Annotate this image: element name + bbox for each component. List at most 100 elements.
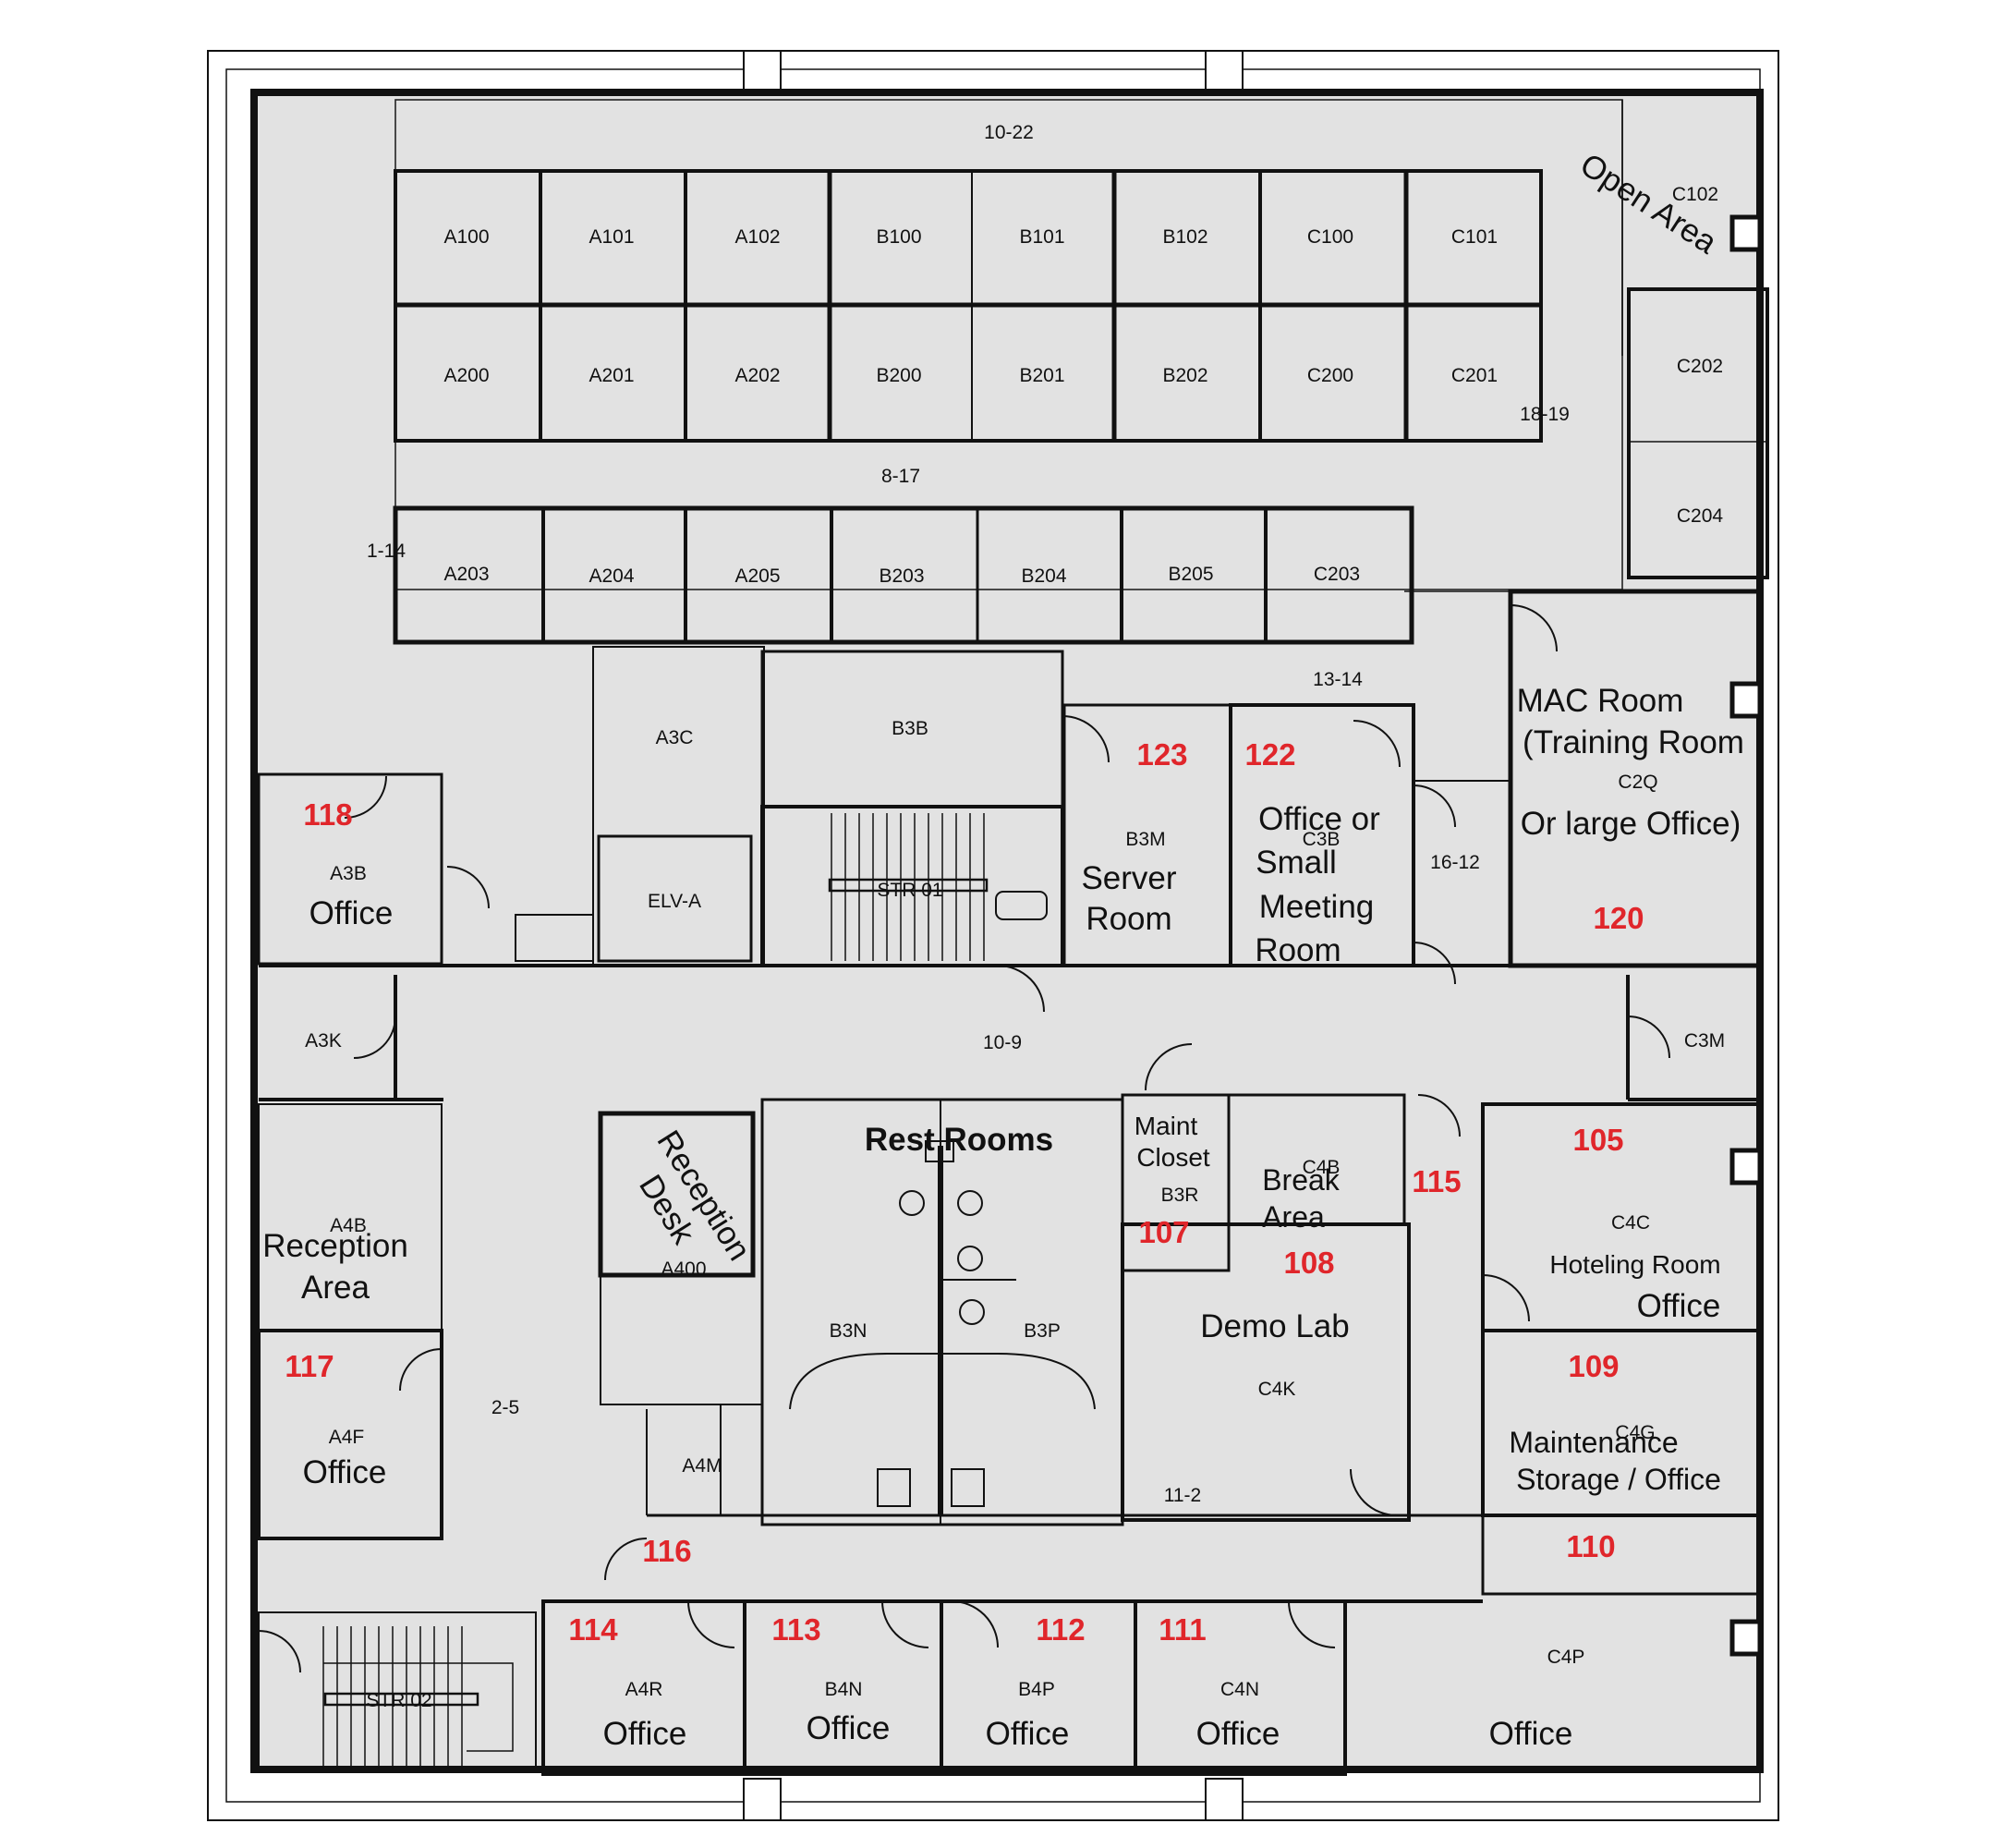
label-a3k: A3K [305,1030,342,1052]
label-office-114: Office [603,1716,687,1752]
label-c102: C102 [1672,184,1718,205]
room-number-109: 109 [1568,1349,1619,1383]
label-office-113: Office [807,1710,891,1746]
label-a4m: A4M [682,1455,722,1477]
room-number-105: 105 [1572,1123,1623,1157]
label-10-9: 10-9 [983,1032,1022,1053]
label-a101: A101 [589,226,634,248]
room-number-117: 117 [285,1349,334,1383]
label-hoteling-room: Hoteling Room [1549,1250,1720,1279]
label-b3m: B3M [1125,829,1165,850]
label-a3b: A3B [330,863,367,884]
cubicles [393,169,1543,645]
label-break: Break [1262,1163,1341,1197]
label-a4r: A4R [625,1679,663,1700]
label-b3n: B3N [830,1320,868,1342]
label-b203: B203 [879,565,924,587]
label-c3b: C3B [1303,829,1341,850]
label-a204: A204 [589,565,634,587]
label-a400: A400 [661,1258,706,1280]
label-c4c: C4C [1611,1212,1650,1234]
label-demo-lab: Demo Lab [1200,1308,1349,1344]
stair-str02 [258,1611,537,1770]
label-a200: A200 [443,365,489,386]
label-office-112: Office [986,1716,1070,1752]
label-office-105: Office [1637,1288,1721,1324]
label-2-5: 2-5 [491,1397,519,1418]
room-number-114: 114 [568,1612,618,1647]
room-number-108: 108 [1283,1246,1334,1280]
room-c202-c204 [1627,287,1769,579]
label-b200: B200 [876,365,921,386]
room-number-115: 115 [1412,1164,1461,1198]
label-maintenance: Maintenance [1509,1426,1678,1459]
label-a4f: A4F [329,1427,365,1448]
label-a203: A203 [443,564,489,585]
label-8-17: 8-17 [881,466,920,487]
label-b3r: B3R [1161,1185,1199,1206]
label-maint: Maint [1135,1112,1198,1140]
room-number-120: 120 [1593,901,1644,935]
label-b4p: B4P [1018,1679,1055,1700]
label-b202: B202 [1162,365,1207,386]
label-b3b: B3B [892,718,928,739]
room-number-113: 113 [771,1612,820,1647]
label-str-01: STR 01 [877,880,942,901]
label-office-or: Office or [1258,801,1380,837]
label-c4g: C4G [1615,1422,1655,1443]
label-area: Area [301,1270,370,1306]
label-break-area: Area [1262,1200,1325,1234]
label-16-12: 16-12 [1430,852,1480,873]
label-11-2: 11-2 [1164,1485,1201,1506]
label-c4b: C4B [1303,1157,1341,1178]
label-office-110: Office [1489,1716,1573,1752]
label-b201: B201 [1019,365,1064,386]
label-c200: C200 [1307,365,1353,386]
label-meeting: Meeting [1259,889,1375,925]
room-number-112: 112 [1036,1612,1085,1647]
label-13-14: 13-14 [1313,669,1363,690]
label-c4p: C4P [1547,1647,1585,1668]
label-c101: C101 [1451,226,1498,248]
label-b100: B100 [876,226,921,248]
label-c4k: C4K [1258,1379,1296,1400]
label-elv-a: ELV-A [648,891,701,912]
label-a205: A205 [734,565,780,587]
label-str-02: STR 02 [366,1690,431,1711]
structural-columns [743,50,1244,1821]
label-closet: Closet [1136,1143,1210,1172]
label-c3m: C3M [1684,1030,1725,1052]
floor-slab [250,89,1764,1773]
label-10-22: 10-22 [984,122,1034,143]
label-b102: B102 [1162,226,1207,248]
stair-str01 [828,813,1048,961]
label-a202: A202 [734,365,780,386]
label-c202: C202 [1677,356,1723,377]
label-c201: C201 [1451,365,1498,386]
label-a3c: A3C [656,727,694,748]
label-b101: B101 [1019,226,1064,248]
label-a102: A102 [734,226,780,248]
label-training-room: (Training Room [1523,724,1744,760]
label-or-large-office: Or large Office) [1521,806,1741,842]
lower-left-walls [257,1093,1762,1596]
label-c2q: C2Q [1618,772,1657,793]
label-reception-area: Reception [262,1228,408,1264]
label-office-111: Office [1196,1716,1280,1752]
label-b204: B204 [1021,565,1066,587]
label-storage-office: Storage / Office [1516,1463,1721,1496]
label-c203: C203 [1314,564,1360,585]
room-number-122: 122 [1244,737,1295,772]
room-number-107: 107 [1138,1215,1189,1249]
room-number-116: 116 [642,1534,691,1568]
label-18-19: 18-19 [1520,404,1570,425]
label-a201: A201 [589,365,634,386]
doors [258,604,1670,1673]
label-office-117: Office [303,1454,387,1490]
room-number-110: 110 [1566,1529,1615,1563]
label-small: Small [1256,845,1337,881]
label-rest-rooms: Rest Rooms [865,1122,1053,1158]
restroom-fixtures [789,1140,1096,1515]
room-number-118: 118 [303,797,352,832]
